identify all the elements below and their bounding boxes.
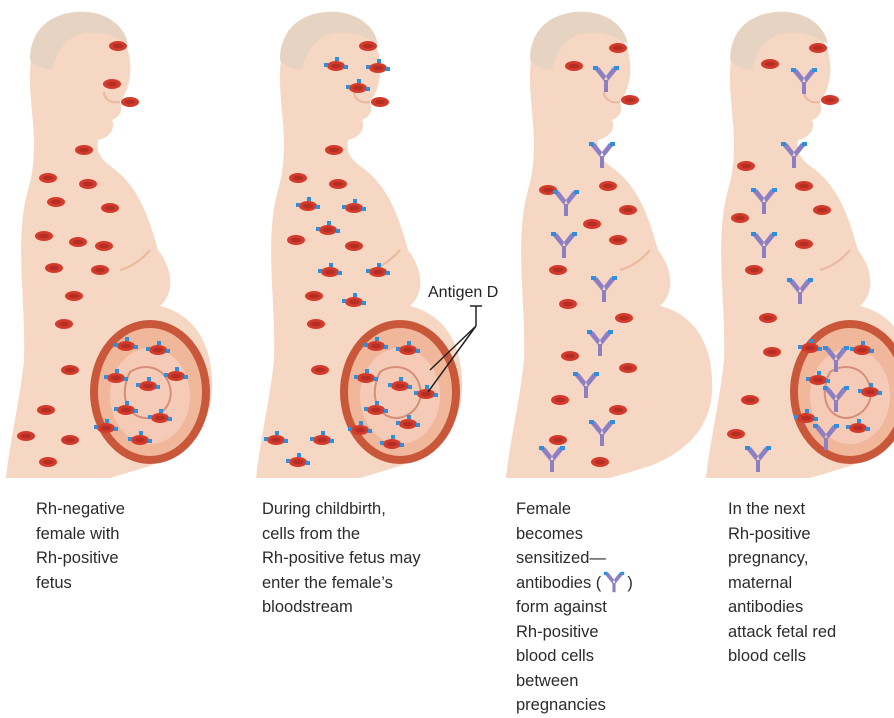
red-blood-cell-icon (561, 351, 579, 361)
red-blood-cell-icon (615, 313, 633, 323)
red-blood-cell-icon (609, 235, 627, 245)
red-blood-cell-icon (763, 347, 781, 357)
red-blood-cell-icon (761, 59, 779, 69)
panel-2-illustration (256, 12, 462, 478)
antibody-icon (601, 571, 627, 593)
red-blood-cell-icon (325, 145, 343, 155)
red-blood-cell-icon (549, 435, 567, 445)
caption-2: During childbirth, cells from the Rh-pos… (262, 497, 482, 620)
red-blood-cell-icon (55, 319, 73, 329)
red-blood-cell-icon (745, 265, 763, 275)
red-blood-cell-icon (371, 97, 389, 107)
red-blood-cell-icon (359, 41, 377, 51)
red-blood-cell-icon (609, 43, 627, 53)
red-blood-cell-icon (61, 435, 79, 445)
red-blood-cell-icon (61, 365, 79, 375)
red-blood-cell-icon (609, 405, 627, 415)
red-blood-cell-icon (305, 291, 323, 301)
red-blood-cell-icon (121, 97, 139, 107)
red-blood-cell-icon (551, 395, 569, 405)
red-blood-cell-icon (559, 299, 577, 309)
red-blood-cell-icon (103, 79, 121, 89)
red-blood-cell-icon (39, 173, 57, 183)
red-blood-cell-icon (289, 173, 307, 183)
red-blood-cell-icon (759, 313, 777, 323)
red-blood-cell-icon (813, 205, 831, 215)
red-blood-cell-icon (565, 61, 583, 71)
red-blood-cell-icon (39, 457, 57, 467)
rh-sensitization-figure (0, 0, 894, 480)
red-blood-cell-icon (65, 291, 83, 301)
red-blood-cell-icon (583, 219, 601, 229)
panel-4-illustration (706, 12, 894, 478)
red-blood-cell-icon (727, 429, 745, 439)
red-blood-cell-icon (101, 203, 119, 213)
red-blood-cell-icon (795, 239, 813, 249)
red-blood-cell-icon (599, 181, 617, 191)
red-blood-cell-icon (37, 405, 55, 415)
red-blood-cell-icon (91, 265, 109, 275)
red-blood-cell-icon (75, 145, 93, 155)
caption-4: In the next Rh-positive pregnancy, mater… (728, 497, 888, 669)
red-blood-cell-icon (795, 181, 813, 191)
antigen-d-label: Antigen D (428, 284, 498, 302)
red-blood-cell-icon (47, 197, 65, 207)
red-blood-cell-icon (311, 365, 329, 375)
red-blood-cell-icon (731, 213, 749, 223)
red-blood-cell-icon (549, 265, 567, 275)
red-blood-cell-icon (17, 431, 35, 441)
red-blood-cell-icon (345, 241, 363, 251)
red-blood-cell-icon (35, 231, 53, 241)
red-blood-cell-icon (591, 457, 609, 467)
red-blood-cell-icon (79, 179, 97, 189)
red-blood-cell-icon (95, 241, 113, 251)
panel-1-illustration (6, 12, 212, 478)
red-blood-cell-icon (45, 263, 63, 273)
red-blood-cell-icon (329, 179, 347, 189)
panel-3-illustration (506, 12, 712, 478)
red-blood-cell-icon (307, 319, 325, 329)
red-blood-cell-icon (741, 395, 759, 405)
red-blood-cell-icon (621, 95, 639, 105)
red-blood-cell-icon (619, 205, 637, 215)
red-blood-cell-icon (109, 41, 127, 51)
red-blood-cell-icon (821, 95, 839, 105)
red-blood-cell-icon (69, 237, 87, 247)
red-blood-cell-icon (287, 235, 305, 245)
red-blood-cell-icon (809, 43, 827, 53)
red-blood-cell-icon (619, 363, 637, 373)
caption-3: Female becomes sensitized— antibodies ()… (516, 497, 706, 718)
maternal-body-3 (506, 12, 712, 478)
red-blood-cell-icon (737, 161, 755, 171)
caption-1: Rh-negative female with Rh-positive fetu… (36, 497, 216, 595)
